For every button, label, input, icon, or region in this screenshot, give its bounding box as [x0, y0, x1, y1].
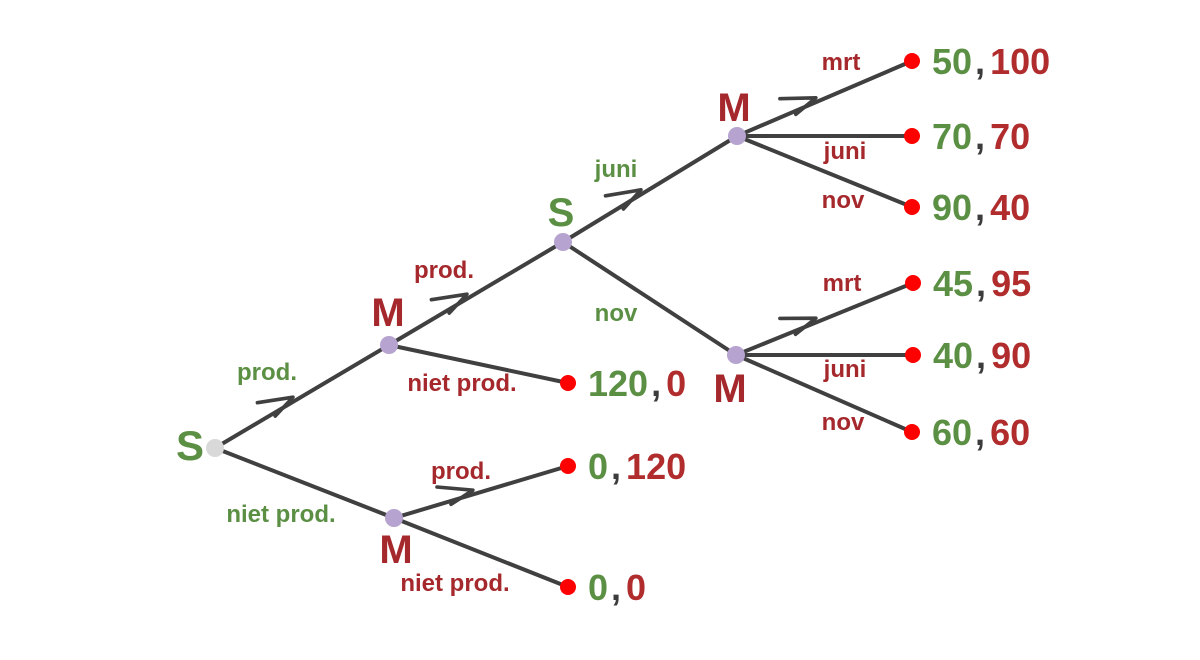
node-dot-S1 [554, 233, 572, 251]
nodes-layer: S M S M M M [176, 86, 751, 572]
leaf-dot-T6 [904, 424, 920, 440]
leaf-dot-T8 [560, 458, 576, 474]
edge-S0-M4 [213, 446, 396, 520]
edge-label-nov: nov [822, 409, 865, 436]
payoff-T5: 40,90 [933, 335, 1031, 376]
payoff-m-value: 100 [990, 41, 1050, 82]
payoff-T6: 60,60 [932, 412, 1030, 453]
edge-M1-T7 [387, 343, 570, 385]
payoff-m-value: 0 [626, 567, 646, 608]
edge-label-niet-prod: niet prod. [407, 370, 516, 397]
leaf-dot-T7 [560, 375, 576, 391]
payoff-T8: 0,120 [588, 446, 686, 487]
edge-S0-M1 [213, 343, 391, 450]
edge-label-prod: prod. [414, 257, 474, 284]
edge-M4-T8 [392, 464, 570, 520]
edge-arrow-icon [778, 316, 818, 337]
payoff-comma: , [975, 41, 985, 82]
node-dot-S0 [206, 439, 224, 457]
node-dot-M1 [380, 336, 398, 354]
payoff-T2: 70,70 [932, 116, 1030, 157]
node-label-S1: S [548, 191, 575, 235]
edge-labels-layer: prod. niet prod. prod. niet prod. juni nov mrt… [226, 49, 866, 597]
edge-arrow-icon [778, 96, 818, 117]
edge-arrow-icon [255, 395, 295, 418]
payoff-comma: , [611, 446, 621, 487]
edge-M2-T3 [735, 134, 914, 209]
edge-label-nov: nov [822, 187, 865, 214]
edge-M3-T4 [734, 281, 915, 357]
payoff-s-value: 60 [932, 412, 972, 453]
node-dot-M4 [385, 509, 403, 527]
payoffs-layer: 50,10070,7090,4045,9540,9060,60120,00,12… [560, 41, 1050, 608]
node-label-M1: M [371, 291, 404, 335]
edge-label-juni: juni [823, 138, 867, 165]
payoff-s-value: 70 [932, 116, 972, 157]
payoff-comma: , [975, 187, 985, 228]
payoff-s-value: 40 [933, 335, 973, 376]
edge-label-juni: juni [823, 356, 867, 383]
payoff-s-value: 120 [588, 363, 648, 404]
payoff-s-value: 45 [933, 263, 973, 304]
edge-label-juni: juni [594, 156, 638, 183]
node-label-M3: M [713, 367, 746, 411]
edge-S1-M2 [561, 134, 739, 244]
payoff-m-value: 95 [991, 263, 1031, 304]
payoff-m-value: 0 [666, 363, 686, 404]
edge-arrow-icon [435, 485, 475, 507]
node-dot-M2 [728, 127, 746, 145]
payoff-T7: 120,0 [588, 363, 686, 404]
payoff-comma: , [975, 116, 985, 157]
payoff-m-value: 120 [626, 446, 686, 487]
edge-label-prod: prod. [237, 359, 297, 386]
edges-layer [213, 59, 915, 589]
edge-label-mrt: mrt [822, 49, 861, 76]
leaf-dot-T2 [904, 128, 920, 144]
node-label-S0: S [176, 422, 204, 469]
payoff-s-value: 50 [932, 41, 972, 82]
payoff-comma: , [651, 363, 661, 404]
edge-label-niet-prod: niet prod. [226, 501, 335, 528]
edge-M1-S1 [387, 240, 565, 347]
leaf-dot-T4 [905, 275, 921, 291]
payoff-s-value: 0 [588, 567, 608, 608]
leaf-dot-T1 [904, 53, 920, 69]
payoff-s-value: 90 [932, 187, 972, 228]
payoff-s-value: 0 [588, 446, 608, 487]
edge-M4-T9 [392, 516, 570, 589]
payoff-m-value: 70 [990, 116, 1030, 157]
payoff-T1: 50,100 [932, 41, 1050, 82]
payoff-T3: 90,40 [932, 187, 1030, 228]
payoff-m-value: 60 [990, 412, 1030, 453]
edge-label-mrt: mrt [823, 270, 862, 297]
arrows-layer [255, 96, 818, 507]
payoff-m-value: 90 [991, 335, 1031, 376]
edge-label-nov: nov [595, 300, 638, 327]
leaf-dot-T5 [905, 347, 921, 363]
payoff-comma: , [976, 335, 986, 376]
leaf-dot-T3 [904, 199, 920, 215]
payoff-m-value: 40 [990, 187, 1030, 228]
node-dot-M3 [727, 346, 745, 364]
edge-arrow-icon [603, 188, 643, 211]
edge-label-prod: prod. [431, 458, 491, 485]
leaf-dot-T9 [560, 579, 576, 595]
edge-label-niet-prod: niet prod. [400, 570, 509, 597]
edge-M3-T6 [734, 353, 914, 434]
node-label-M2: M [717, 86, 750, 130]
payoff-T4: 45,95 [933, 263, 1031, 304]
payoff-comma: , [976, 263, 986, 304]
edge-M2-T1 [735, 59, 914, 138]
payoff-comma: , [611, 567, 621, 608]
payoff-T9: 0,0 [588, 567, 646, 608]
payoff-comma: , [975, 412, 985, 453]
edge-S1-M3 [561, 240, 738, 357]
edge-arrow-icon [429, 292, 469, 315]
node-label-M4: M [379, 528, 412, 572]
